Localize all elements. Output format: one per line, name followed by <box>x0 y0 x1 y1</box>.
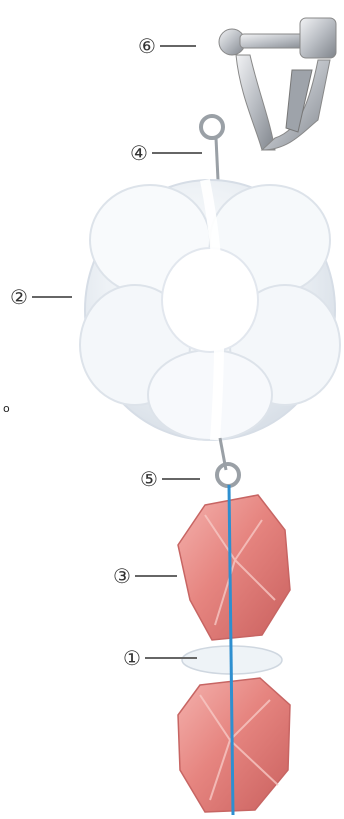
label-6: ⑥ <box>138 36 156 56</box>
callout-5: ⑤ <box>140 469 200 489</box>
jump-ring-top <box>201 116 223 138</box>
label-2: ② <box>10 287 28 307</box>
callout-2: ② <box>10 287 72 307</box>
callout-3: ③ <box>113 566 177 586</box>
clip-hardware <box>219 18 336 150</box>
callout-1: ① <box>123 648 197 668</box>
leader-line-1 <box>145 657 197 659</box>
label-1: ① <box>123 648 141 668</box>
stray-mark: o <box>3 402 10 415</box>
label-3: ③ <box>113 566 131 586</box>
leader-line-2 <box>32 296 72 298</box>
label-5: ⑤ <box>140 469 158 489</box>
leader-line-6 <box>160 45 196 47</box>
leader-line-3 <box>135 575 177 577</box>
callout-4: ④ <box>130 143 202 163</box>
pink-bead-upper <box>178 495 290 640</box>
jump-ring-middle <box>217 464 239 486</box>
leader-line-5 <box>162 478 200 480</box>
label-4: ④ <box>130 143 148 163</box>
leader-line-4 <box>152 152 202 154</box>
callout-6: ⑥ <box>138 36 196 56</box>
flower-crystal-bead <box>80 180 340 440</box>
